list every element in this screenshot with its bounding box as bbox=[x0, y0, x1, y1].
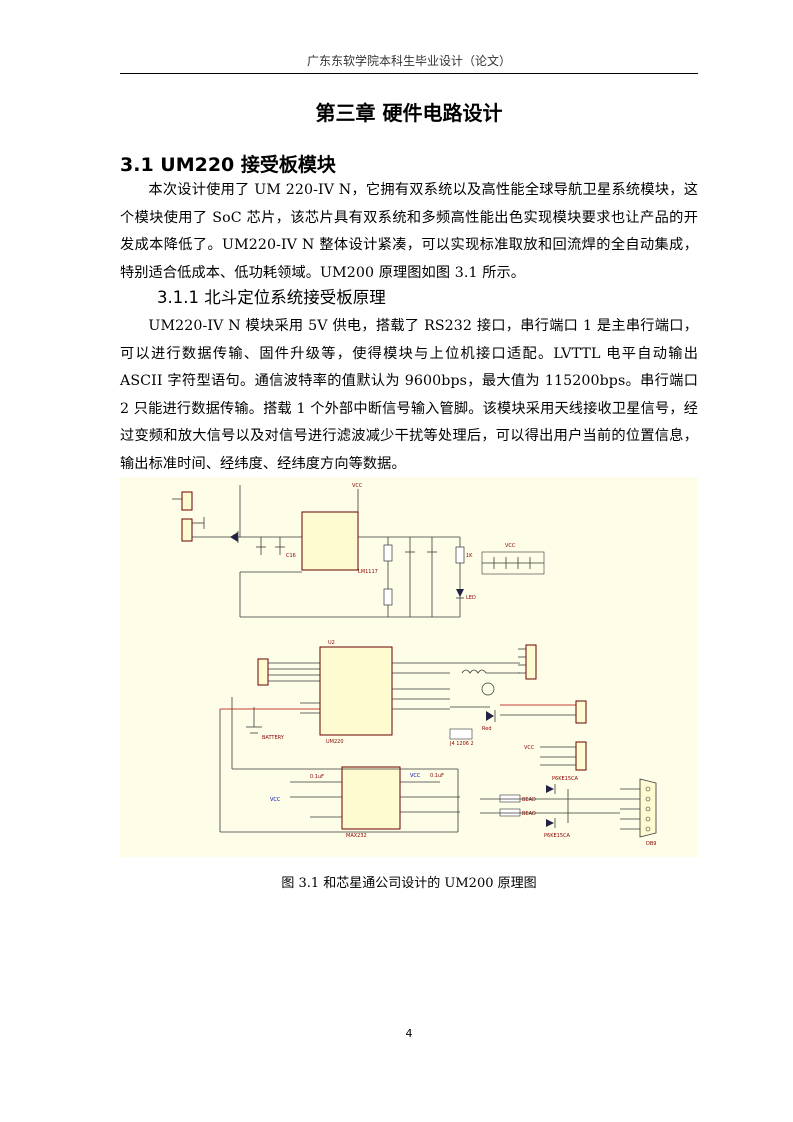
zener-label-bottom: P6KE15CA bbox=[544, 833, 570, 839]
zener-label-top: P6KE15CA bbox=[552, 776, 578, 782]
capacitor-bank: VCC bbox=[481, 543, 545, 575]
header-j4: VCC bbox=[524, 741, 587, 771]
header-j3 bbox=[500, 700, 587, 724]
label-1k: 1K bbox=[466, 553, 473, 559]
led-d1 bbox=[456, 589, 464, 599]
paragraph-um220-overview: 本次设计使用了 UM 220-IV N，它拥有双系统以及高性能全球导航卫星系统模… bbox=[120, 182, 698, 281]
zener-d4: P6KE15CA bbox=[544, 818, 570, 839]
cap-label-c1: 0.1uF bbox=[310, 774, 324, 780]
db9-label: DB9 bbox=[646, 841, 656, 847]
header-rule bbox=[120, 73, 698, 74]
header-j2 bbox=[518, 644, 537, 680]
max232-label: MAX232 bbox=[346, 833, 367, 839]
vcc-label-max-left: VCC bbox=[270, 797, 281, 803]
chapter-title: 第三章 硬件电路设计 bbox=[315, 101, 503, 125]
battery-label: BATTERY bbox=[262, 735, 285, 741]
um200-schematic-diagram: C16 LM1117 VCC 1K LED bbox=[172, 483, 656, 847]
led-red: Red bbox=[482, 710, 496, 732]
fuse-label: J4 1206 2 bbox=[449, 741, 474, 747]
battery: BATTERY bbox=[246, 707, 285, 741]
page-number: 4 bbox=[405, 1027, 413, 1040]
vcc-label-caps: VCC bbox=[505, 543, 516, 549]
label-led: LED bbox=[466, 595, 476, 601]
led-red-label: Red bbox=[482, 726, 492, 732]
vcc-label-j4: VCC bbox=[524, 745, 535, 751]
bead-label-2: BEAD bbox=[522, 811, 536, 817]
ldo-label: LM1117 bbox=[358, 569, 378, 575]
zener-d3: P6KE15CA bbox=[546, 776, 578, 794]
label-c16: C16 bbox=[286, 553, 296, 559]
db9-connector: DB9 bbox=[620, 778, 656, 847]
header-j1 bbox=[257, 658, 320, 686]
max232-chip bbox=[341, 766, 401, 830]
schematic-figure: C16 LM1117 VCC 1K LED bbox=[120, 477, 698, 857]
diode-d9 bbox=[230, 531, 239, 543]
vcc-label-max-right: VCC bbox=[410, 773, 421, 779]
um220-module bbox=[319, 646, 393, 736]
paragraph-beidou-principle: UM220-IV N 模块采用 5V 供电，搭载了 RS232 接口，串行端口 … bbox=[120, 318, 698, 472]
page-header: 广东东软学院本科生毕业设计（论文） bbox=[306, 54, 511, 68]
subsection-title: 3.1.1 北斗定位系统接受板原理 bbox=[157, 288, 386, 307]
u2-label: U2 bbox=[328, 640, 335, 646]
u2-name-label: UM220 bbox=[326, 739, 344, 745]
ldo-regulator bbox=[301, 511, 359, 571]
vcc-label-top: VCC bbox=[352, 483, 363, 489]
power-connector bbox=[172, 491, 205, 542]
figure-caption: 图 3.1 和芯星通公司设计的 UM200 原理图 bbox=[281, 876, 537, 891]
cap-label-c11: 0.1uF bbox=[430, 773, 444, 779]
bead-label-1: BEAD bbox=[522, 797, 536, 803]
section-title: 3.1 UM220 接受板模块 bbox=[120, 154, 336, 176]
